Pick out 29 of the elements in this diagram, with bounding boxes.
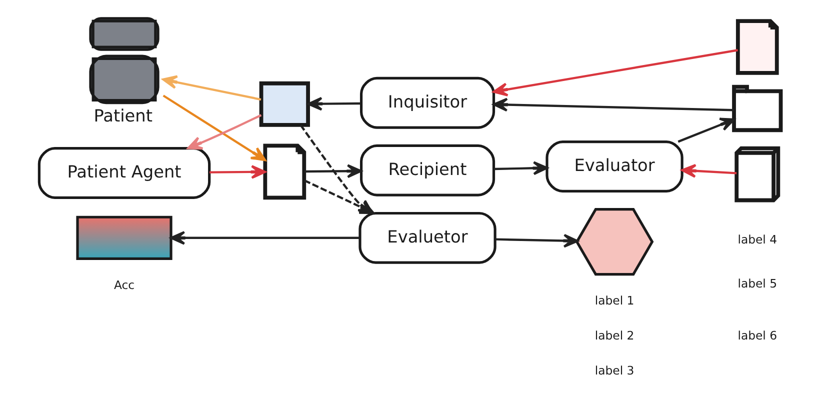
node-box: Evaluetor bbox=[358, 212, 496, 264]
node-box: Evaluator bbox=[546, 140, 684, 192]
node-box: Inquisitor bbox=[360, 76, 496, 129]
arrow bbox=[170, 230, 360, 245]
node-hexagon bbox=[575, 208, 654, 276]
label: label 2 bbox=[594, 328, 634, 342]
arrow bbox=[681, 164, 737, 178]
arrow bbox=[494, 161, 548, 176]
arrow bbox=[495, 234, 578, 248]
arrow bbox=[307, 96, 361, 111]
arrow bbox=[678, 118, 735, 143]
node-box: Recipient bbox=[360, 144, 496, 196]
label: label 5 bbox=[738, 276, 778, 291]
label: label 1 bbox=[594, 293, 634, 308]
node-chart bbox=[76, 216, 172, 260]
arrow bbox=[162, 94, 266, 162]
arrow bbox=[210, 165, 266, 179]
label: label 3 bbox=[594, 364, 634, 378]
node-envelope bbox=[259, 81, 310, 127]
node-label: Patient bbox=[94, 106, 153, 126]
label: Acc bbox=[114, 278, 135, 292]
arrow bbox=[492, 49, 738, 96]
label: label 4 bbox=[738, 232, 778, 246]
node-box: Patient Agent bbox=[38, 147, 211, 199]
label: label 6 bbox=[738, 328, 778, 342]
arrow bbox=[162, 75, 262, 101]
arrow bbox=[492, 98, 734, 112]
arrow bbox=[304, 164, 362, 178]
arrow bbox=[187, 114, 262, 150]
